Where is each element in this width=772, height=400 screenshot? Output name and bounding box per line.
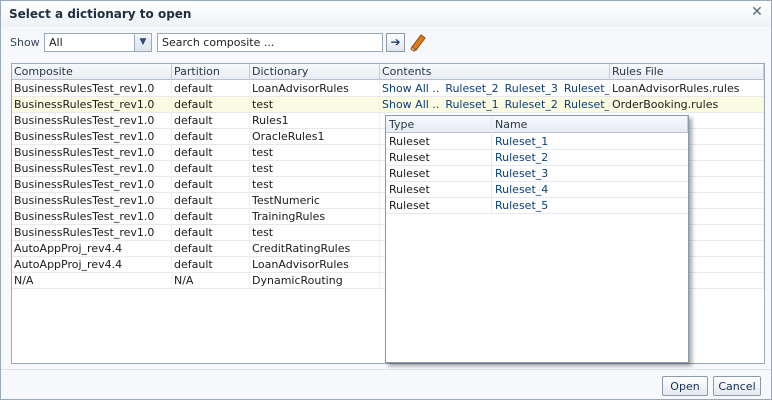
cell-partition: default	[172, 145, 250, 160]
popup-ruleset-link[interactable]: Ruleset_1	[495, 135, 549, 148]
cell-rules-file	[610, 225, 764, 240]
popup-header-type[interactable]: Type	[386, 116, 492, 133]
column-header-dictionary[interactable]: Dictionary	[250, 64, 380, 80]
dialog-title: Select a dictionary to open	[9, 7, 192, 21]
popup-header-name[interactable]: Name	[492, 116, 688, 133]
cell-dictionary: OracleRules1	[250, 129, 380, 144]
cell-partition: default	[172, 193, 250, 208]
chevron-down-icon[interactable]: ▼	[134, 34, 151, 51]
popup-row[interactable]: Ruleset Ruleset_5	[386, 198, 688, 214]
column-header-contents[interactable]: Contents	[380, 64, 610, 80]
popup-ruleset-link[interactable]: Ruleset_5	[495, 199, 549, 212]
cell-composite: BusinessRulesTest_rev1.0	[12, 161, 172, 176]
cell-dictionary: test	[250, 145, 380, 160]
show-all-link[interactable]: Show All ..	[382, 98, 440, 111]
cell-composite: BusinessRulesTest_rev1.0	[12, 97, 172, 112]
cancel-button[interactable]: Cancel	[713, 376, 761, 396]
cell-rules-file: LoanAdvisorRules.rules	[610, 81, 764, 96]
cell-dictionary: TestNumeric	[250, 193, 380, 208]
column-header-composite[interactable]: Composite	[12, 64, 172, 80]
cell-partition: default	[172, 81, 250, 96]
ruleset-link[interactable]: Ruleset_3	[504, 82, 558, 95]
ruleset-link[interactable]: Ruleset_4	[563, 82, 610, 95]
cell-dictionary: CreditRatingRules	[250, 241, 380, 256]
show-select[interactable]: All ▼	[44, 33, 152, 52]
cell-dictionary: Rules1	[250, 113, 380, 128]
popup-cell-type: Ruleset	[389, 199, 430, 212]
column-header-rules-file[interactable]: Rules File	[610, 64, 764, 80]
popup-ruleset-link[interactable]: Ruleset_2	[495, 151, 549, 164]
cell-composite: BusinessRulesTest_rev1.0	[12, 113, 172, 128]
cell-composite: BusinessRulesTest_rev1.0	[12, 129, 172, 144]
cell-composite: BusinessRulesTest_rev1.0	[12, 209, 172, 224]
popup-ruleset-link[interactable]: Ruleset_3	[495, 167, 549, 180]
close-icon[interactable]: ✕	[751, 4, 763, 20]
popup-row[interactable]: Ruleset Ruleset_1	[386, 134, 688, 150]
cell-composite: BusinessRulesTest_rev1.0	[12, 193, 172, 208]
eraser-icon[interactable]	[408, 32, 428, 52]
cell-partition: default	[172, 225, 250, 240]
column-header-partition[interactable]: Partition	[172, 64, 250, 80]
ruleset-link[interactable]: Ruleset_2	[445, 82, 499, 95]
cell-partition: default	[172, 161, 250, 176]
popup-cell-type: Ruleset	[389, 151, 430, 164]
cell-dictionary: test	[250, 177, 380, 192]
cell-composite: AutoAppProj_rev4.4	[12, 241, 172, 256]
arrow-right-icon[interactable]: ➔	[386, 33, 405, 52]
cell-composite: BusinessRulesTest_rev1.0	[12, 177, 172, 192]
popup-cell-type: Ruleset	[389, 135, 430, 148]
popup-row[interactable]: Ruleset Ruleset_2	[386, 150, 688, 166]
cell-partition: default	[172, 177, 250, 192]
cell-composite: BusinessRulesTest_rev1.0	[12, 81, 172, 96]
footer-divider	[1, 369, 771, 370]
show-all-link[interactable]: Show All ..	[382, 82, 440, 95]
cell-partition: default	[172, 97, 250, 112]
cell-partition: default	[172, 113, 250, 128]
cell-partition: default	[172, 129, 250, 144]
popup-cell-type: Ruleset	[389, 183, 430, 196]
cell-dictionary: TrainingRules	[250, 209, 380, 224]
ruleset-link[interactable]: Ruleset_1	[445, 98, 499, 111]
cell-composite: AutoAppProj_rev4.4	[12, 257, 172, 272]
show-label: Show	[10, 36, 40, 49]
popup-row[interactable]: Ruleset Ruleset_4	[386, 182, 688, 198]
popup-column-divider	[491, 116, 492, 212]
cell-rules-file	[610, 113, 764, 128]
dialog-titlebar: Select a dictionary to open ✕	[1, 1, 771, 27]
cell-partition: N/A	[172, 273, 250, 288]
ruleset-link[interactable]: Ruleset_2	[504, 98, 558, 111]
ruleset-link[interactable]: Ruleset_3	[563, 98, 610, 111]
popup-ruleset-link[interactable]: Ruleset_4	[495, 183, 549, 196]
search-input[interactable]: Search composite ...	[157, 33, 383, 52]
cell-partition: default	[172, 257, 250, 272]
cell-dictionary: LoanAdvisorRules	[250, 257, 380, 272]
cell-composite: BusinessRulesTest_rev1.0	[12, 225, 172, 240]
filter-bar: Show All ▼ Search composite ... ➔	[1, 31, 771, 55]
show-select-value: All	[49, 36, 63, 49]
cell-composite: N/A	[12, 273, 172, 288]
cell-dictionary: DynamicRouting	[250, 273, 380, 288]
cell-rules-file: OrderBooking.rules	[610, 97, 764, 112]
cell-composite: BusinessRulesTest_rev1.0	[12, 145, 172, 160]
popup-row[interactable]: Ruleset Ruleset_3	[386, 166, 688, 182]
search-input-value: Search composite ...	[162, 36, 275, 49]
cell-partition: default	[172, 241, 250, 256]
cell-dictionary: LoanAdvisorRules	[250, 81, 380, 96]
cell-partition: default	[172, 209, 250, 224]
cell-dictionary: test	[250, 225, 380, 240]
cell-dictionary: test	[250, 97, 380, 112]
cell-dictionary: test	[250, 161, 380, 176]
popup-cell-type: Ruleset	[389, 167, 430, 180]
open-button[interactable]: Open	[662, 376, 708, 396]
